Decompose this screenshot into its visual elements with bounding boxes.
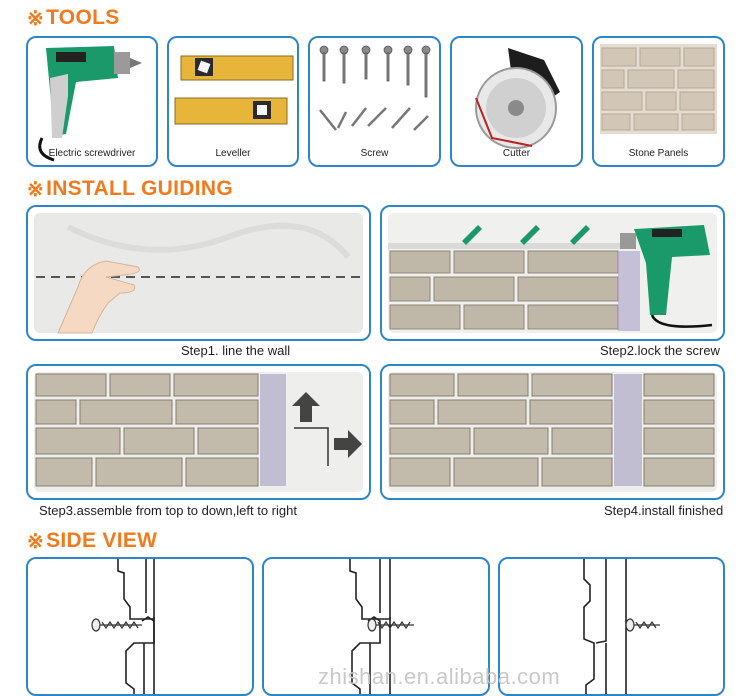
- tool-label: Cutter: [502, 148, 531, 159]
- finished-wall-illustration: [388, 372, 717, 492]
- step-label-1: Step1. line the wall: [181, 343, 291, 358]
- tool-card-cutter: Cutter: [450, 36, 583, 167]
- screw-icon: [319, 45, 431, 131]
- tool-card-stone-panels: Stone Panels: [592, 36, 725, 167]
- step-panel-4: [380, 364, 725, 500]
- side-view-profile-2: [349, 559, 414, 694]
- section-title-install-guiding: INSTALL GUIDING: [46, 177, 233, 200]
- tool-card-screw: Screw: [308, 36, 441, 167]
- side-view-profile-3: [583, 559, 660, 694]
- section-title-side-view: SIDE VIEW: [46, 529, 158, 552]
- assemble-illustration: [34, 372, 363, 492]
- section-heading-side-view: ※ SIDE VIEW: [27, 529, 158, 553]
- tool-label: Leveller: [215, 148, 251, 159]
- step-panel-1: [26, 205, 371, 341]
- side-view-panel-2: [262, 557, 490, 696]
- step-label-2: Step2.lock the screw: [600, 343, 720, 358]
- section-title-tools: TOOLS: [46, 6, 120, 29]
- tool-label: Stone Panels: [628, 148, 689, 159]
- level-icon: [174, 55, 294, 125]
- step-label-4: Step4.install finished: [604, 503, 724, 518]
- tool-label: Screw: [360, 148, 389, 159]
- tool-card-electric-screwdriver: Electric screwdriver: [26, 36, 158, 167]
- step-label-3: Step3.assemble from top to down,left to …: [39, 503, 297, 518]
- lock-screw-illustration: [388, 213, 717, 333]
- watermark: zhishan.en.alibaba.com: [318, 664, 561, 689]
- tool-label: Electric screwdriver: [48, 148, 136, 159]
- side-view-profile-1: [91, 559, 155, 694]
- section-heading-install-guiding: ※ INSTALL GUIDING: [27, 177, 233, 201]
- circular-saw-icon: [475, 48, 560, 149]
- tool-card-leveller: Leveller: [167, 36, 299, 167]
- step-panel-2: [380, 205, 725, 341]
- section-heading-tools: ※ TOOLS: [27, 6, 120, 30]
- stone-panel-icon: [600, 44, 717, 134]
- drill-icon: [38, 46, 142, 162]
- side-view-panel-1: [26, 557, 254, 696]
- side-view-panel-3: [498, 557, 725, 696]
- step-panel-3: [26, 364, 371, 500]
- wall-line-illustration: [34, 213, 363, 334]
